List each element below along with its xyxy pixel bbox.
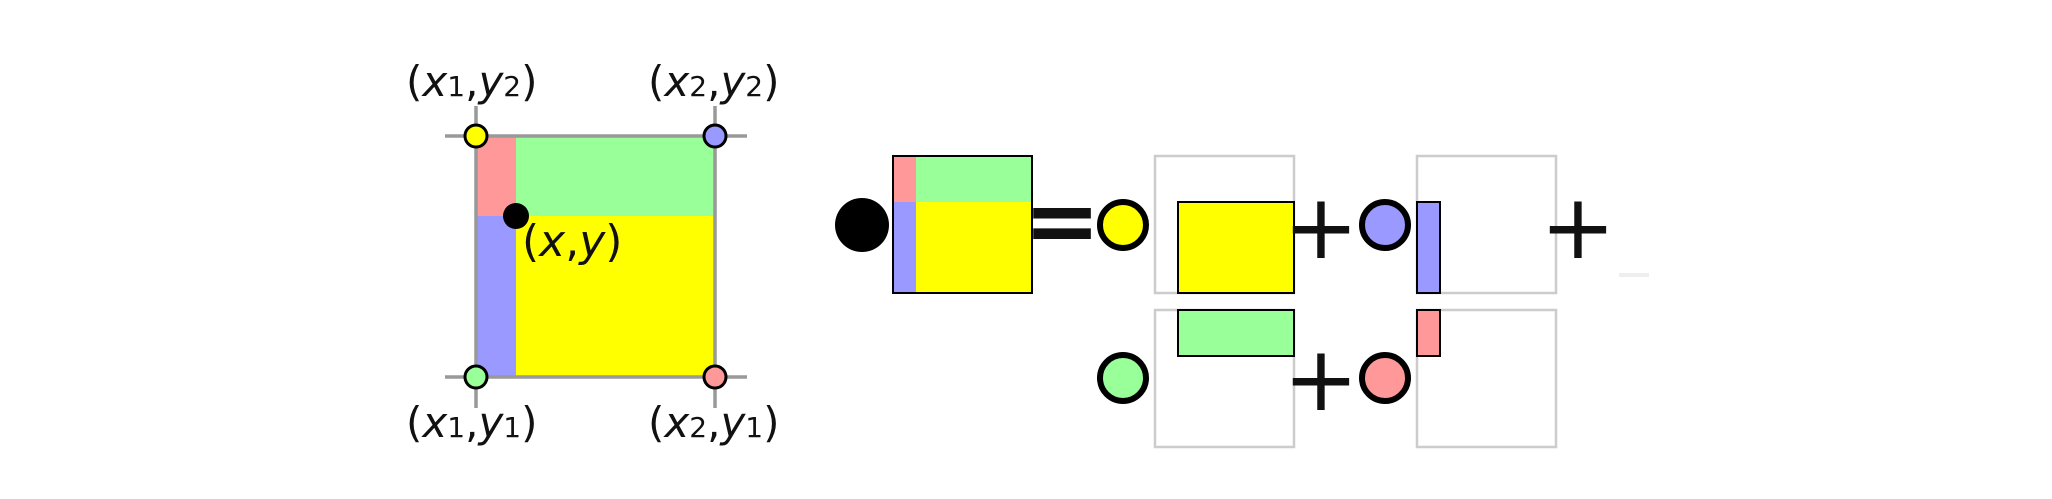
term-blue-area	[1416, 201, 1441, 294]
term-pink-point	[1359, 352, 1411, 404]
label-bottom-right: (x2,y1)	[648, 398, 780, 447]
equation: = + + +	[835, 154, 1649, 449]
plus-sign-3: +	[1283, 327, 1358, 432]
corner-point-bottom-left	[463, 364, 489, 390]
corner-point-top-right	[702, 123, 728, 149]
term-green-area	[1177, 309, 1295, 357]
region-green	[516, 136, 715, 216]
region-blue	[476, 216, 516, 377]
label-point: (x,y)	[522, 216, 622, 267]
term-yellow-point	[1097, 199, 1149, 251]
faint-dash	[1619, 273, 1649, 277]
corner-point-bottom-right	[702, 364, 728, 390]
left-diagram: (x1,y2) (x2,y2) (x1,y1) (x2,y1) (x,y)	[406, 57, 780, 447]
region-yellow	[516, 216, 715, 377]
equals-sign: =	[1023, 167, 1100, 274]
label-top-right: (x2,y2)	[648, 57, 780, 106]
label-bottom-left: (x1,y1)	[406, 398, 538, 447]
grid-lines	[445, 106, 747, 408]
term-yellow-area	[1177, 201, 1295, 294]
term-pink-frame	[1415, 308, 1558, 449]
term-pink-area	[1416, 309, 1441, 357]
corner-point-top-left	[463, 123, 489, 149]
label-top-left: (x1,y2)	[406, 57, 538, 106]
lhs-box	[892, 155, 1033, 294]
term-blue-point	[1359, 199, 1411, 251]
region-pink	[476, 136, 516, 216]
plus-sign-2: +	[1540, 175, 1615, 280]
interpolation-point	[503, 203, 529, 229]
term-green-point	[1097, 352, 1149, 404]
lhs-point	[835, 198, 889, 252]
plus-sign-1: +	[1283, 175, 1358, 280]
